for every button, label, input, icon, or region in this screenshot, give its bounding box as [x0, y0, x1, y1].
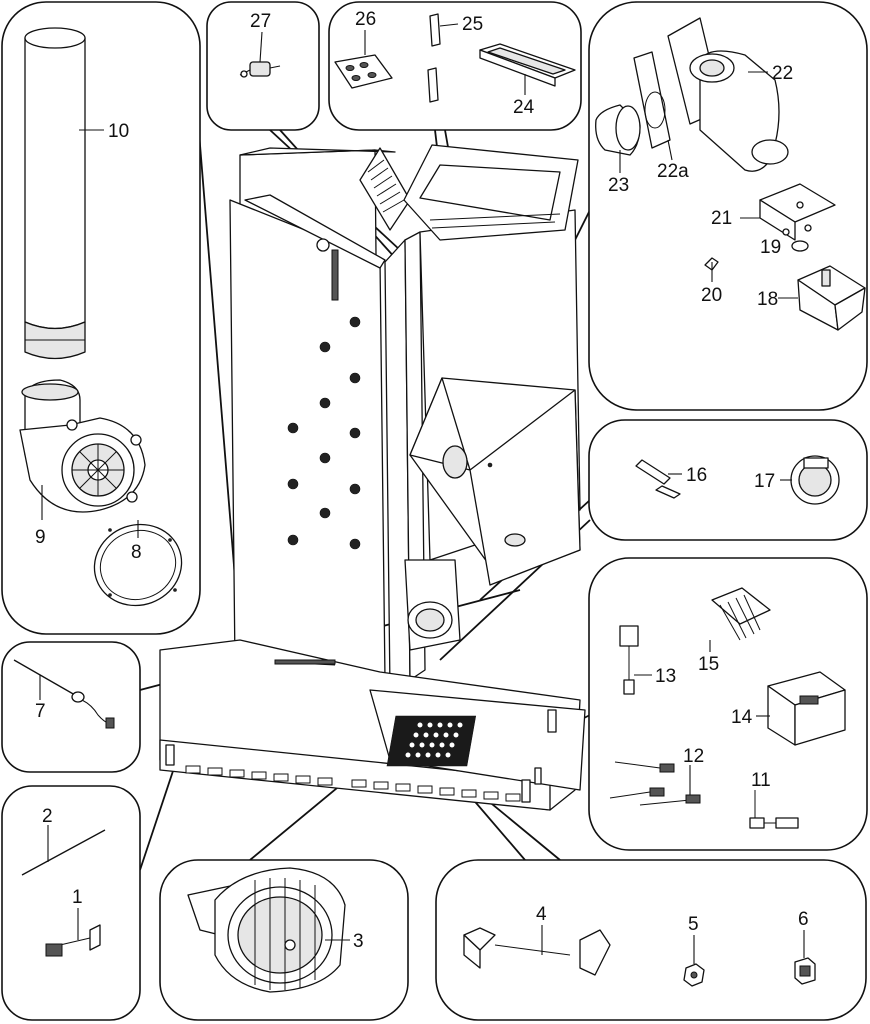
part-7-igniter	[13, 659, 115, 729]
part-15-control-board	[709, 587, 771, 652]
label-16: 16	[686, 465, 707, 486]
label-27: 27	[250, 11, 271, 32]
part-9-combustion-blower	[19, 379, 146, 520]
part-12-wire-leads	[609, 761, 701, 806]
label-12: 12	[683, 746, 704, 767]
part-18-motor	[778, 265, 866, 331]
label-7: 7	[35, 701, 46, 722]
part-13-connector	[619, 625, 652, 695]
part-1-sensor	[45, 908, 101, 957]
label-3: 3	[353, 931, 364, 952]
part-22-burn-pot	[667, 17, 789, 172]
part-26-plate	[334, 30, 393, 89]
label-17: 17	[754, 471, 775, 492]
part-10-vent-pipe	[24, 27, 104, 360]
part-24-glass-frame	[479, 43, 576, 95]
label-9: 9	[35, 527, 46, 548]
part-labels: 10 9 8 27 26 25 24 22 22a 23 21 19 20 18…	[35, 9, 809, 952]
label-6: 6	[798, 909, 809, 930]
part-27-switch	[239, 31, 281, 78]
part-16-strip	[635, 459, 682, 499]
panel-parts-16-17	[588, 419, 868, 541]
label-2: 2	[42, 806, 53, 827]
label-22: 22	[772, 63, 793, 84]
main-cabinet-assembly	[159, 144, 586, 811]
label-24: 24	[513, 97, 535, 118]
label-18: 18	[757, 289, 778, 310]
label-10: 10	[108, 121, 129, 142]
label-20: 20	[701, 285, 722, 306]
part-14-module	[756, 671, 846, 746]
part-4-switch	[463, 925, 611, 976]
label-4: 4	[536, 904, 547, 925]
label-19: 19	[760, 237, 781, 258]
part-8-gasket	[93, 520, 183, 607]
label-15: 15	[698, 654, 719, 675]
label-11: 11	[751, 770, 771, 791]
panel-part-7	[1, 641, 141, 773]
part-20-clip	[704, 257, 719, 282]
part-3-convection-blower	[187, 867, 350, 993]
label-25: 25	[462, 14, 483, 35]
part-11-harness	[749, 790, 799, 829]
label-5: 5	[688, 914, 699, 935]
part-5-nut	[683, 935, 705, 987]
part-23-collar	[595, 104, 641, 173]
label-26: 26	[355, 9, 376, 30]
label-23: 23	[608, 175, 629, 196]
panel-parts-11-15	[588, 557, 868, 851]
label-21: 21	[711, 208, 732, 229]
part-6-terminal	[794, 930, 816, 985]
part-17-pressure-switch	[780, 455, 840, 505]
label-22a: 22a	[657, 161, 689, 182]
panel-parts-4-6	[435, 859, 867, 1021]
label-13: 13	[655, 666, 676, 687]
panel-parts-1-2	[1, 785, 141, 1021]
label-8: 8	[131, 542, 142, 563]
label-14: 14	[731, 707, 753, 728]
part-19-spacer	[782, 224, 812, 252]
part-25-gasket	[427, 13, 459, 103]
label-1: 1	[72, 887, 83, 908]
panel-parts-24-26	[328, 1, 582, 131]
part-2-rod	[21, 825, 106, 876]
part-22a-gasket	[633, 51, 673, 161]
